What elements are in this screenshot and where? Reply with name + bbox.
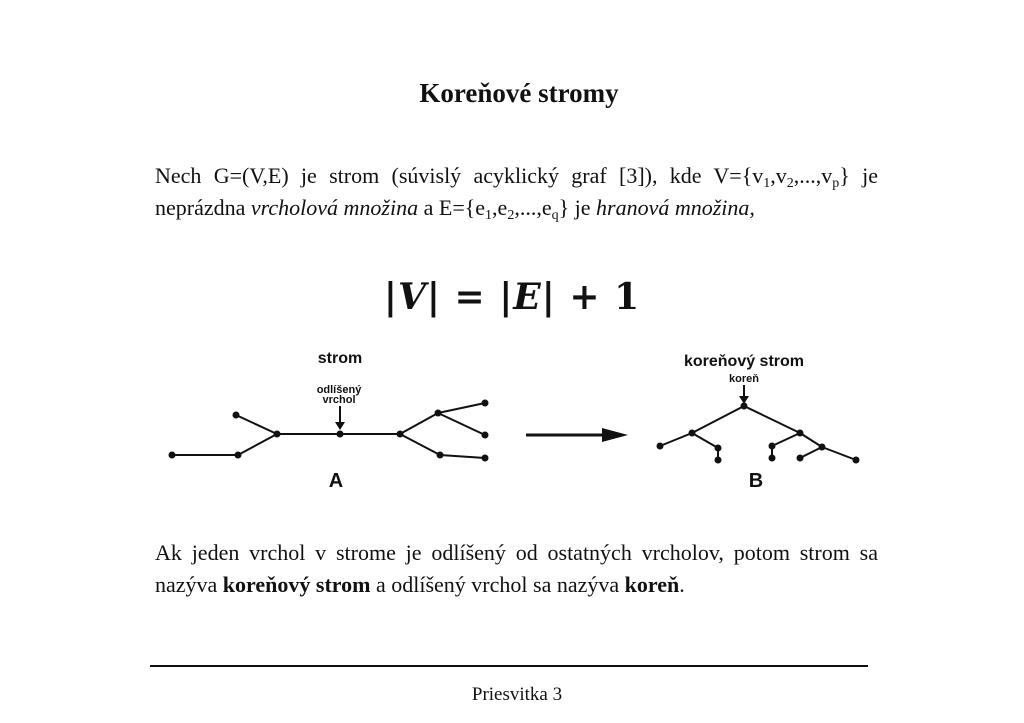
tree-edge xyxy=(437,412,486,436)
subscript: 1 xyxy=(485,208,493,223)
root-term: koreň xyxy=(624,572,680,597)
subscript: p xyxy=(832,176,840,191)
rooted-tree-label: koreňový strom xyxy=(684,353,804,370)
paragraph-text: Ak jeden vrchol v strome je odlíšený od … xyxy=(155,540,878,597)
tree-edge xyxy=(799,432,823,448)
caption-a: A xyxy=(329,470,343,492)
definition-text: } je xyxy=(558,195,597,220)
tree-vertex xyxy=(714,456,722,464)
tree-edge xyxy=(821,446,857,461)
tree-vertex xyxy=(168,451,176,459)
tree-vertex xyxy=(396,430,404,438)
distinguished-vertex xyxy=(336,430,344,438)
definition-text: ,...,e xyxy=(514,195,552,220)
tree-vertex xyxy=(688,429,696,437)
tree-vertex xyxy=(852,456,860,464)
tree-vertex xyxy=(768,454,776,462)
subscript: 2 xyxy=(786,176,794,191)
tree-figure: strom odlíšený vrchol A koreňový strom k… xyxy=(168,350,860,492)
slide-footer: Priesvitka 3 xyxy=(471,684,563,705)
formula-lhs: |V| = |E| + xyxy=(383,276,615,318)
tree-vertex xyxy=(273,430,281,438)
edge-set-term: hranová množina, xyxy=(596,195,755,220)
tree-edge xyxy=(439,454,486,459)
root-pointer-head xyxy=(739,396,749,404)
tree-vertex xyxy=(234,451,242,459)
tree-edge xyxy=(237,433,278,456)
root-label: koreň xyxy=(729,373,759,385)
rooted-tree-term: koreňový strom xyxy=(222,572,371,597)
caption-b: B xyxy=(749,470,763,492)
paragraph-text: . xyxy=(679,572,685,597)
definition-text: ,e xyxy=(492,195,508,220)
slide-title: Koreňové stromy xyxy=(419,78,619,108)
paragraph-text: a odlíšený vrchol sa nazýva xyxy=(370,572,625,597)
definition-paragraph: Nech G=(V,E) je strom (súvislý acyklický… xyxy=(155,160,878,224)
pointer-arrow-head xyxy=(335,422,345,430)
transform-arrow-head xyxy=(602,428,628,442)
tree-edge xyxy=(235,414,278,435)
tree-vertex xyxy=(481,399,489,407)
unrooted-tree-edges xyxy=(172,402,486,459)
tree-vertex xyxy=(796,454,804,462)
tree-label: strom xyxy=(318,350,362,367)
tree-vertex xyxy=(481,431,489,439)
vertex-set-term: vrcholová množina xyxy=(250,195,419,220)
definition-text: ,...,v xyxy=(793,163,833,188)
tree-vertex xyxy=(796,429,804,437)
tree-vertex xyxy=(436,451,444,459)
tree-vertex xyxy=(232,411,240,419)
tree-edge xyxy=(399,412,439,435)
tree-edge xyxy=(659,432,693,447)
root-vertex xyxy=(740,402,748,410)
tree-edge xyxy=(691,405,745,434)
rooted-tree-vertices xyxy=(656,402,860,464)
definition-text: Nech G=(V,E) je strom (súvislý acyklický… xyxy=(155,163,764,188)
definition-text: } je neprázdna xyxy=(155,163,879,220)
tree-vertex xyxy=(714,444,722,452)
tree-vertex xyxy=(481,454,489,462)
subscript: q xyxy=(551,208,559,223)
tree-edge xyxy=(743,405,801,434)
footer-divider xyxy=(150,665,868,667)
distinguished-vertex-label: vrchol xyxy=(322,394,355,406)
unrooted-tree-vertices xyxy=(168,399,489,462)
formula: |V| = |E| + 1 xyxy=(0,276,1024,318)
tree-vertex xyxy=(656,442,664,450)
definition-text: a E={e xyxy=(418,195,486,220)
tree-edge xyxy=(437,402,486,414)
subscript: 2 xyxy=(507,208,515,223)
tree-edge xyxy=(799,446,823,459)
tree-edge xyxy=(399,433,441,456)
distinguished-vertex-label: odlíšený xyxy=(317,384,363,396)
tree-edge xyxy=(691,432,719,449)
rooted-tree-paragraph: Ak jeden vrchol v strome je odlíšený od … xyxy=(155,537,878,601)
tree-vertex xyxy=(434,409,442,417)
tree-vertex xyxy=(768,442,776,450)
formula-one: 1 xyxy=(614,276,641,318)
subscript: 1 xyxy=(763,176,771,191)
definition-text: ,v xyxy=(770,163,787,188)
tree-edge xyxy=(771,432,801,447)
tree-vertex xyxy=(818,443,826,451)
